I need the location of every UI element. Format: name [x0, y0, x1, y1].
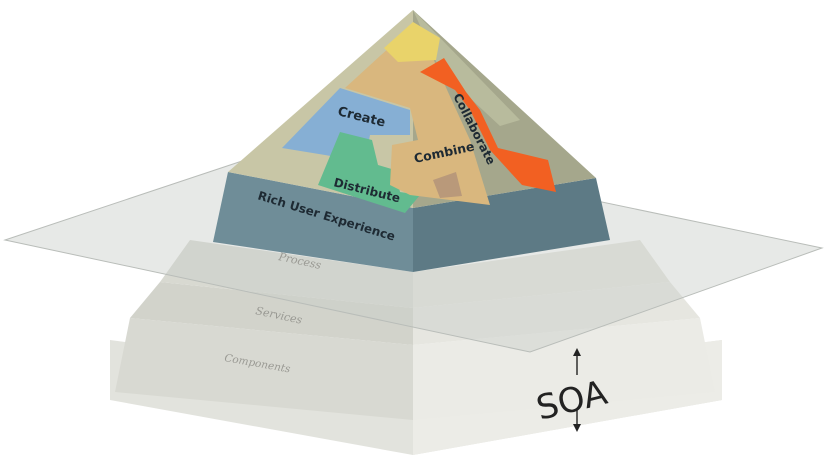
create-block: [282, 88, 410, 162]
collaborate-block: [420, 58, 556, 192]
services-layer: [130, 282, 700, 345]
combine-block-shadow: [433, 172, 462, 198]
process-layer: [160, 240, 670, 308]
distribute-block: [318, 132, 420, 213]
watermark-text: 知乎 @武汉联从信息: [584, 429, 752, 450]
pyramid-cap: [384, 22, 440, 62]
soa-down-arrow-icon: [573, 424, 581, 432]
soa-up-arrow-icon: [573, 348, 581, 356]
combine-block: [345, 45, 490, 205]
